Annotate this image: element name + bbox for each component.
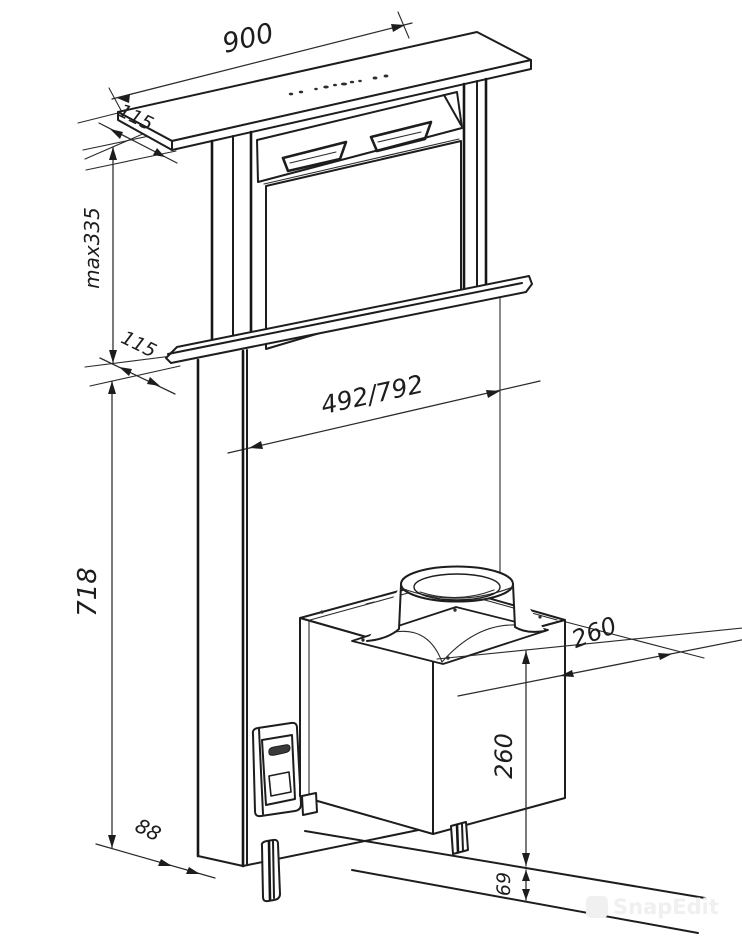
dim-900 — [108, 11, 413, 115]
vent-slot-left — [281, 140, 348, 173]
dim-900-label: 900 — [219, 18, 276, 60]
watermark-text: SnapEdit — [613, 895, 719, 919]
watermark: S SnapEdit — [586, 895, 719, 919]
vent-slot-right — [369, 120, 433, 153]
dim-69 — [522, 869, 530, 901]
dim-260-depth-label: 260 — [568, 611, 621, 654]
floor-lines — [95, 826, 706, 934]
watermark-logo — [586, 896, 608, 918]
motor-box-feet — [301, 792, 469, 855]
left-support-column — [210, 130, 253, 349]
dim-115-mid — [84, 355, 181, 395]
foot-front — [450, 821, 469, 855]
base-plate — [165, 275, 533, 364]
dim-260-height — [522, 650, 530, 867]
dim-718 — [108, 380, 116, 849]
chimney-column — [196, 349, 248, 868]
control-buttons — [288, 74, 389, 96]
dim-718-label: 718 — [73, 567, 103, 617]
dim-69-label: 69 — [493, 872, 515, 896]
duct-collar — [366, 565, 546, 642]
foot-left — [301, 792, 318, 816]
dim-115-mid-label: 115 — [118, 327, 160, 363]
watermark-logo-letter: S — [592, 900, 602, 916]
dim-260-height-label: 260 — [490, 733, 518, 779]
dim-260-depth — [436, 621, 742, 697]
wall-socket — [251, 721, 302, 818]
dim-492-792-label: 492/792 — [318, 369, 426, 420]
socket-slot-top — [268, 744, 291, 756]
vent-band — [256, 91, 463, 183]
right-support-column — [462, 77, 488, 296]
socket-slot-bottom — [268, 771, 292, 797]
floor-pin — [260, 838, 281, 903]
dim-88-label: 88 — [131, 813, 165, 846]
dim-max335-label: max335 — [80, 207, 104, 289]
dim-492-792 — [227, 297, 541, 583]
